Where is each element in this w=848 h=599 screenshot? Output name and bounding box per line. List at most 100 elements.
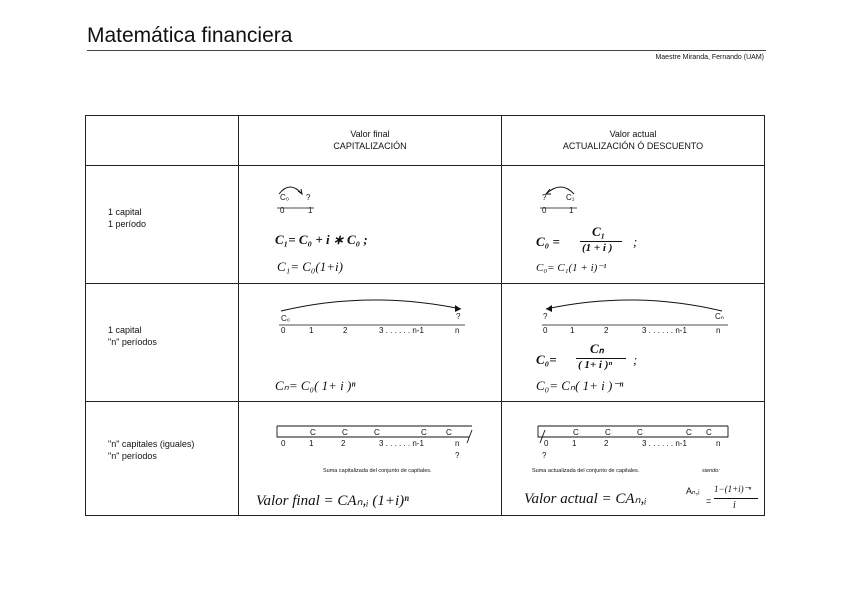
r1-final-label-0: C₀ bbox=[280, 193, 290, 202]
r3-actual-a-equals: = bbox=[706, 496, 712, 506]
header-final-line2: CAPITALIZACIÓN bbox=[333, 141, 407, 151]
r3-actual-question: ? bbox=[542, 451, 547, 460]
r2-final-tick-4: n bbox=[455, 326, 460, 335]
timeline-arc-r2-actual bbox=[542, 299, 728, 326]
r1-final-label-1: ? bbox=[306, 193, 311, 202]
timeline-arc-r1-final bbox=[277, 186, 314, 209]
formula-table: Valor final CAPITALIZACIÓN Valor actual … bbox=[85, 115, 765, 516]
r1-final-tick-0: 0 bbox=[280, 206, 285, 215]
timeline-arc-r1-actual bbox=[540, 186, 577, 209]
row-label-3: "n" capitales (iguales) "n" períodos bbox=[85, 401, 239, 516]
header-actual-line1: Valor actual bbox=[609, 129, 657, 139]
r3-final-cap-3: C bbox=[421, 428, 427, 437]
r3-actual-tick-2: 2 bbox=[604, 439, 609, 448]
r3-final-tick-2: 2 bbox=[341, 439, 346, 448]
r3-actual-a-den: i bbox=[733, 500, 736, 511]
r2-final-left-label: C₀ bbox=[281, 314, 291, 323]
r3-final-question: ? bbox=[455, 451, 460, 460]
r3-actual-tick-3: 3 . . . . . . n-1 bbox=[642, 439, 687, 448]
title-rule bbox=[87, 50, 766, 51]
r3-final-caption: Suma capitalizada del conjunto de capita… bbox=[323, 468, 432, 474]
row3-line1: "n" capitales (iguales) bbox=[108, 439, 195, 449]
header-actual: Valor actual ACTUALIZACIÓN Ó DESCUENTO bbox=[501, 115, 765, 166]
cell-r1-actual: ? C₁ 0 1 C₀ = C₁ (1 + i ) ; C₀= C₁(1 + i… bbox=[501, 165, 765, 284]
r1-final-formula1: C₁= C₀ + i ∗ C₀ ; bbox=[275, 232, 368, 247]
r1-final-tick-1: 1 bbox=[308, 206, 313, 215]
r2-actual-left-label: ? bbox=[543, 312, 548, 321]
r3-actual-a-num: 1−(1+i)⁻ⁿ bbox=[714, 484, 752, 494]
row2-line1: 1 capital bbox=[108, 325, 142, 335]
row3-line2: "n" períodos bbox=[108, 451, 157, 461]
r3-final-tick-0: 0 bbox=[281, 439, 286, 448]
r1-actual-fraction-bar bbox=[580, 241, 622, 242]
r3-actual-a-fraction-bar bbox=[714, 498, 758, 499]
r2-final-tick-0: 0 bbox=[281, 326, 286, 335]
r3-actual-tick-1: 1 bbox=[572, 439, 577, 448]
row-label-2: 1 capital "n" períodos bbox=[85, 283, 239, 402]
r2-actual-tick-4: n bbox=[716, 326, 721, 335]
timeline-bracket-r3-final bbox=[276, 425, 473, 444]
r2-actual-fraction-bar bbox=[576, 358, 626, 359]
r1-actual-label-1: C₁ bbox=[566, 193, 575, 202]
r3-actual-cap-4: C bbox=[706, 428, 712, 437]
cell-r3-final: C C C C C 0 1 2 3 . . . . . . n-1 n ? Su… bbox=[238, 401, 502, 516]
r3-final-cap-0: C bbox=[310, 428, 316, 437]
r3-final-tick-1: 1 bbox=[309, 439, 314, 448]
r2-actual-tick-1: 1 bbox=[570, 326, 575, 335]
cell-r2-final: C₀ ? 0 1 2 3 . . . . . . n-1 n Cₙ= C₀( 1… bbox=[238, 283, 502, 402]
cell-r3-actual: C C C C C 0 1 2 3 . . . . . . n-1 n ? Su… bbox=[501, 401, 765, 516]
r3-final-cap-1: C bbox=[342, 428, 348, 437]
row1-line2: 1 período bbox=[108, 219, 147, 229]
r3-final-tick-4: n bbox=[455, 439, 460, 448]
page-title: Matemática financiera bbox=[87, 24, 293, 47]
r2-actual-num: Cₙ bbox=[590, 341, 604, 356]
r3-actual-cap-0: C bbox=[573, 428, 579, 437]
r2-final-tick-2: 2 bbox=[343, 326, 348, 335]
r3-actual-cap-1: C bbox=[605, 428, 611, 437]
r2-actual-den: ( 1+ i )ⁿ bbox=[578, 359, 613, 371]
timeline-arc-r2-final bbox=[279, 299, 465, 326]
r1-actual-lhs: C₀ = bbox=[536, 234, 560, 249]
r3-actual-formula: Valor actual = CAₙ,ᵢ bbox=[524, 491, 647, 507]
r3-actual-cap-2: C bbox=[637, 428, 643, 437]
r1-actual-den: (1 + i ) bbox=[582, 242, 613, 254]
r3-actual-caption: Suma actualizada del conjunto de capital… bbox=[532, 468, 640, 474]
corner-cell bbox=[85, 115, 239, 166]
r2-final-formula: Cₙ= C₀( 1+ i )ⁿ bbox=[275, 378, 356, 393]
header-actual-line2: ACTUALIZACIÓN Ó DESCUENTO bbox=[562, 141, 704, 151]
timeline-bracket-r3-actual bbox=[537, 425, 729, 444]
r3-actual-cap-3: C bbox=[686, 428, 692, 437]
r3-final-tick-3: 3 . . . . . . n-1 bbox=[379, 439, 424, 448]
r1-final-formula2: C₁= C₀(1+i) bbox=[277, 259, 343, 274]
row2-line2: "n" períodos bbox=[108, 337, 157, 347]
r2-actual-tick-2: 2 bbox=[604, 326, 609, 335]
r3-final-formula: Valor final = CAₙ,ᵢ (1+i)ⁿ bbox=[256, 493, 409, 509]
r1-actual-label-0: ? bbox=[542, 193, 547, 202]
r3-final-cap-4: C bbox=[446, 428, 452, 437]
cell-r1-final: C₀ ? 0 1 C₁= C₀ + i ∗ C₀ ; C₁= C₀(1+i) bbox=[238, 165, 502, 284]
r1-actual-formula2: C₀= C₁(1 + i)⁻¹ bbox=[536, 262, 607, 274]
r1-actual-tick-0: 0 bbox=[542, 206, 547, 215]
r2-actual-lhs: C₀= bbox=[536, 352, 557, 367]
r2-actual-formula: C₀= Cₙ( 1+ i )⁻ⁿ bbox=[536, 378, 624, 393]
r2-final-tick-1: 1 bbox=[309, 326, 314, 335]
r3-actual-siendo: siendo: bbox=[702, 468, 720, 474]
r2-actual-tail: ; bbox=[633, 352, 638, 367]
r2-actual-tick-3: 3 . . . . . . n-1 bbox=[642, 326, 687, 335]
r1-actual-tick-1: 1 bbox=[569, 206, 574, 215]
header-final-line1: Valor final bbox=[350, 129, 390, 139]
row1-line1: 1 capital bbox=[108, 207, 142, 217]
r1-actual-tail: ; bbox=[633, 234, 638, 249]
author-credit: Maestre Miranda, Fernando (UAM) bbox=[655, 54, 764, 61]
r2-final-right-label: ? bbox=[456, 312, 461, 321]
r3-actual-tick-0: 0 bbox=[544, 439, 549, 448]
r2-actual-right-label: Cₙ bbox=[715, 312, 724, 321]
r2-final-tick-3: 3 . . . . . . n-1 bbox=[379, 326, 424, 335]
header-final: Valor final CAPITALIZACIÓN bbox=[238, 115, 502, 166]
r1-actual-num: C₁ bbox=[592, 224, 606, 239]
r3-final-cap-2: C bbox=[374, 428, 380, 437]
r3-actual-tick-4: n bbox=[716, 439, 721, 448]
r2-actual-tick-0: 0 bbox=[543, 326, 548, 335]
row-label-1: 1 capital 1 período bbox=[85, 165, 239, 284]
r3-actual-a-label: Aₙ,ᵢ bbox=[686, 486, 700, 496]
